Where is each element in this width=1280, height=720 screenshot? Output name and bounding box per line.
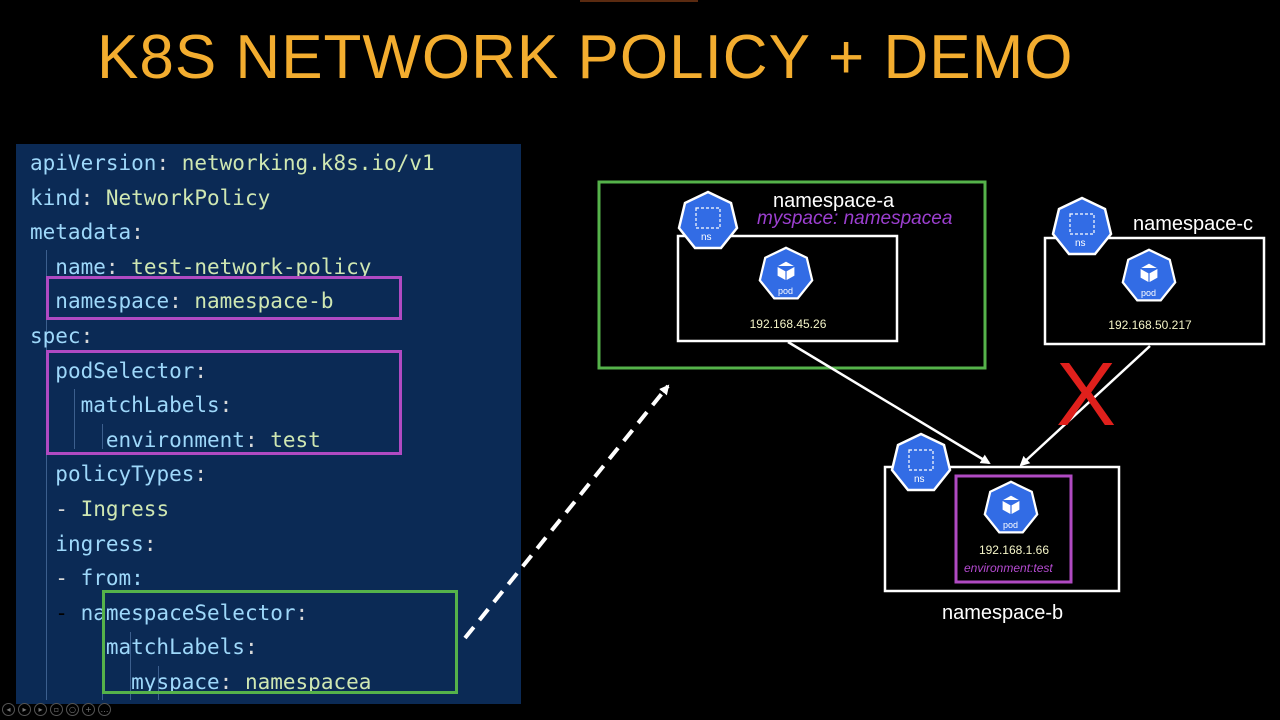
namespace-a-label: namespace-a: [773, 190, 895, 212]
yaml-line: name: test-network-policy: [55, 254, 372, 279]
yaml-line: namespace: namespace-b: [55, 289, 334, 314]
namespace-c-box: [1043, 236, 1266, 346]
yaml-key: apiVersion: [30, 151, 157, 175]
yaml-key: metadata: [30, 220, 132, 245]
yaml-key: name: [55, 254, 106, 279]
yaml-line: metadata:: [30, 220, 144, 245]
ns-icon: [677, 190, 739, 250]
yaml-value: NetworkPolicy: [105, 185, 271, 210]
yaml-key: podSelector: [55, 358, 195, 383]
yaml-code-panel: apiVersion: networking.k8s.io/v1 kind: Ne…: [16, 144, 521, 704]
next-icon[interactable]: ▸: [34, 703, 47, 716]
namespace-b-label: namespace-b: [942, 602, 1064, 624]
yaml-key: kind: [30, 185, 81, 210]
namespace-a-selector-label: myspace: namespacea: [757, 208, 953, 229]
pod-icon: [983, 480, 1039, 534]
yaml-key: myspace: [131, 669, 220, 694]
yaml-key: namespace: [55, 289, 170, 314]
player-controls: ◂ ▸ ▸ ▫ ○ + …: [2, 703, 111, 716]
prev-icon[interactable]: ◂: [2, 703, 15, 716]
yaml-value: Ingress: [80, 496, 170, 521]
yaml-value: namespace-b: [194, 289, 334, 314]
yaml-key: matchLabels: [80, 393, 220, 418]
blocked-traffic-arrow: [1019, 345, 1151, 467]
yaml-key: ingress: [55, 531, 144, 556]
more-icon[interactable]: …: [98, 703, 111, 716]
allowed-traffic-arrow: [787, 340, 991, 465]
yaml-value: networking.k8s.io/v1: [181, 151, 435, 175]
blocked-x-mark: X: [1056, 345, 1117, 445]
yaml-value: from:: [80, 566, 144, 591]
yaml-line: kind: NetworkPolicy: [30, 185, 271, 210]
yaml-line: spec:: [30, 323, 94, 348]
pod-selector-highlight-box: [46, 350, 402, 455]
yaml-key: namespaceSelector: [80, 600, 296, 625]
zoom-icon[interactable]: +: [82, 703, 95, 716]
top-strip: [580, 0, 698, 2]
pod-icon-text: pod: [1141, 288, 1157, 298]
yaml-code: apiVersion: networking.k8s.io/v1 kind: Ne…: [30, 146, 435, 700]
search-icon[interactable]: ○: [66, 703, 79, 716]
yaml-line: apiVersion: networking.k8s.io/v1: [30, 151, 435, 175]
yaml-value: test-network-policy: [131, 254, 372, 279]
pod-icon: [758, 246, 814, 300]
yaml-key: spec: [30, 323, 81, 348]
namespace-c-pod-ip: 192.168.50.217: [1108, 318, 1192, 332]
namespace-highlight-box: [46, 276, 402, 320]
ns-icon-text: ns: [1075, 238, 1086, 249]
indent-guide: [46, 250, 47, 700]
yaml-line: ingress:: [55, 531, 157, 556]
pod-icon-text: pod: [778, 286, 794, 296]
ns-icon: [890, 432, 952, 492]
yaml-key: matchLabels: [105, 635, 245, 660]
ns-icon: [1051, 196, 1113, 256]
pod-icon-text: pod: [1003, 520, 1019, 530]
namespace-b-pod-label: environment:test: [964, 561, 1053, 575]
namespace-b-pod-highlight: [954, 474, 1073, 584]
namespace-selector-highlight-box: [102, 590, 458, 694]
yaml-line: podSelector:: [55, 358, 208, 383]
indent-guide: [102, 424, 103, 449]
indent-guide: [74, 389, 75, 449]
yaml-line: matchLabels:: [105, 635, 258, 660]
ns-icon-text: ns: [914, 474, 925, 485]
yaml-line: - Ingress: [55, 496, 170, 521]
yaml-line: matchLabels:: [80, 393, 233, 418]
yaml-line: - from:: [55, 566, 144, 591]
yaml-key: environment: [105, 427, 245, 452]
namespace-c-label: namespace-c: [1133, 213, 1254, 235]
pod-icon: [1121, 248, 1177, 302]
yaml-line: myspace: namespacea: [131, 669, 372, 694]
yaml-line: - namespaceSelector:: [30, 600, 309, 625]
indent-guide: [130, 632, 131, 700]
indent-guide: [158, 666, 159, 700]
yaml-key: policyTypes: [55, 462, 195, 487]
copy-icon[interactable]: ▫: [50, 703, 63, 716]
yaml-value: namespacea: [244, 669, 372, 694]
selector-reference-arrow: [463, 384, 670, 640]
slide-title: K8S NETWORK POLICY + DEMO: [97, 23, 1074, 92]
namespace-a-box: [597, 180, 987, 370]
namespace-b-pod-ip: 192.168.1.66: [978, 543, 1050, 557]
ns-icon-text: ns: [701, 232, 712, 243]
yaml-value: test: [270, 427, 321, 452]
yaml-line: policyTypes:: [55, 462, 208, 487]
namespace-a-pod-ip: 192.168.45.26: [749, 317, 827, 331]
namespace-a-pod-box: [676, 234, 899, 343]
yaml-line: environment: test: [105, 427, 321, 452]
namespace-b-box: [883, 465, 1121, 593]
play-icon[interactable]: ▸: [18, 703, 31, 716]
